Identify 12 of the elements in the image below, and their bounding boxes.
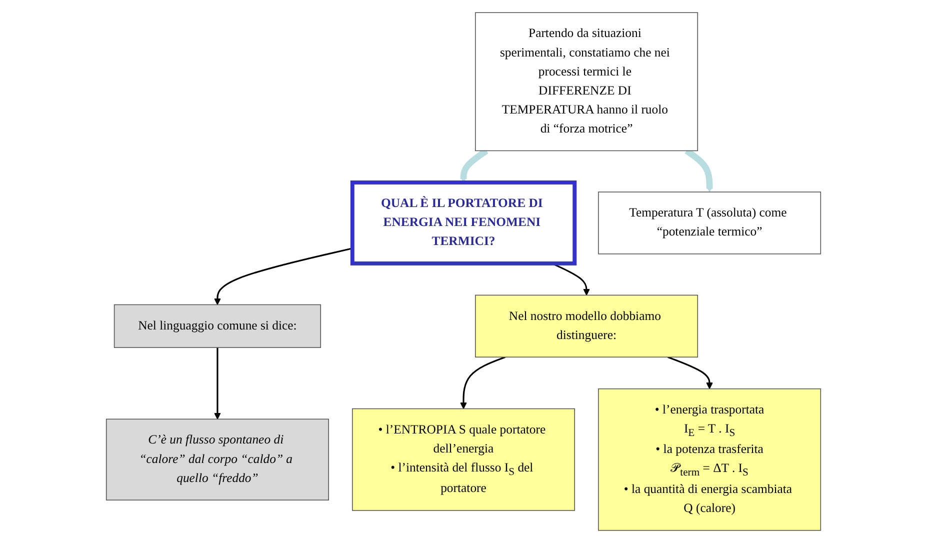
node-box: Nel linguaggio comune si dice: [114,304,322,348]
arrow [668,356,714,390]
arrow [460,148,488,183]
node-box: Partendo da situazioni sperimentali, constatiamo che nei processi termici le DIFFERENZE DI TEMPERATURA hanno il ruolo di “forza motrice” [475,12,698,152]
node-box: C’è un flusso spontaneo di “calore” dal corpo “caldo” a quello “freddo” [106,418,329,500]
arrow [460,356,506,410]
node-box: • l’energia trasportata I$_{E}$ = T . I$_{S}$ • la potenza trasferita 𝒫$_{term}$ = ΔT . I$_{S}$ • la quantità di energia scambiata Q (calore) [598,388,822,531]
node-box: Nel nostro modello dobbiamo distinguere: [475,294,698,358]
node-box: • l’ENTROPIA S quale portatore dell’energia • l’intensità del flusso I$_{S}$ del portatore [352,408,576,511]
node-box: QUAL È IL PORTATORE DI ENERGIA NEI FENOMENI TERMICI? [350,180,577,266]
arrow [214,348,221,420]
node-box: Temperatura T (assoluta) come “potenziale termico” [598,192,822,254]
